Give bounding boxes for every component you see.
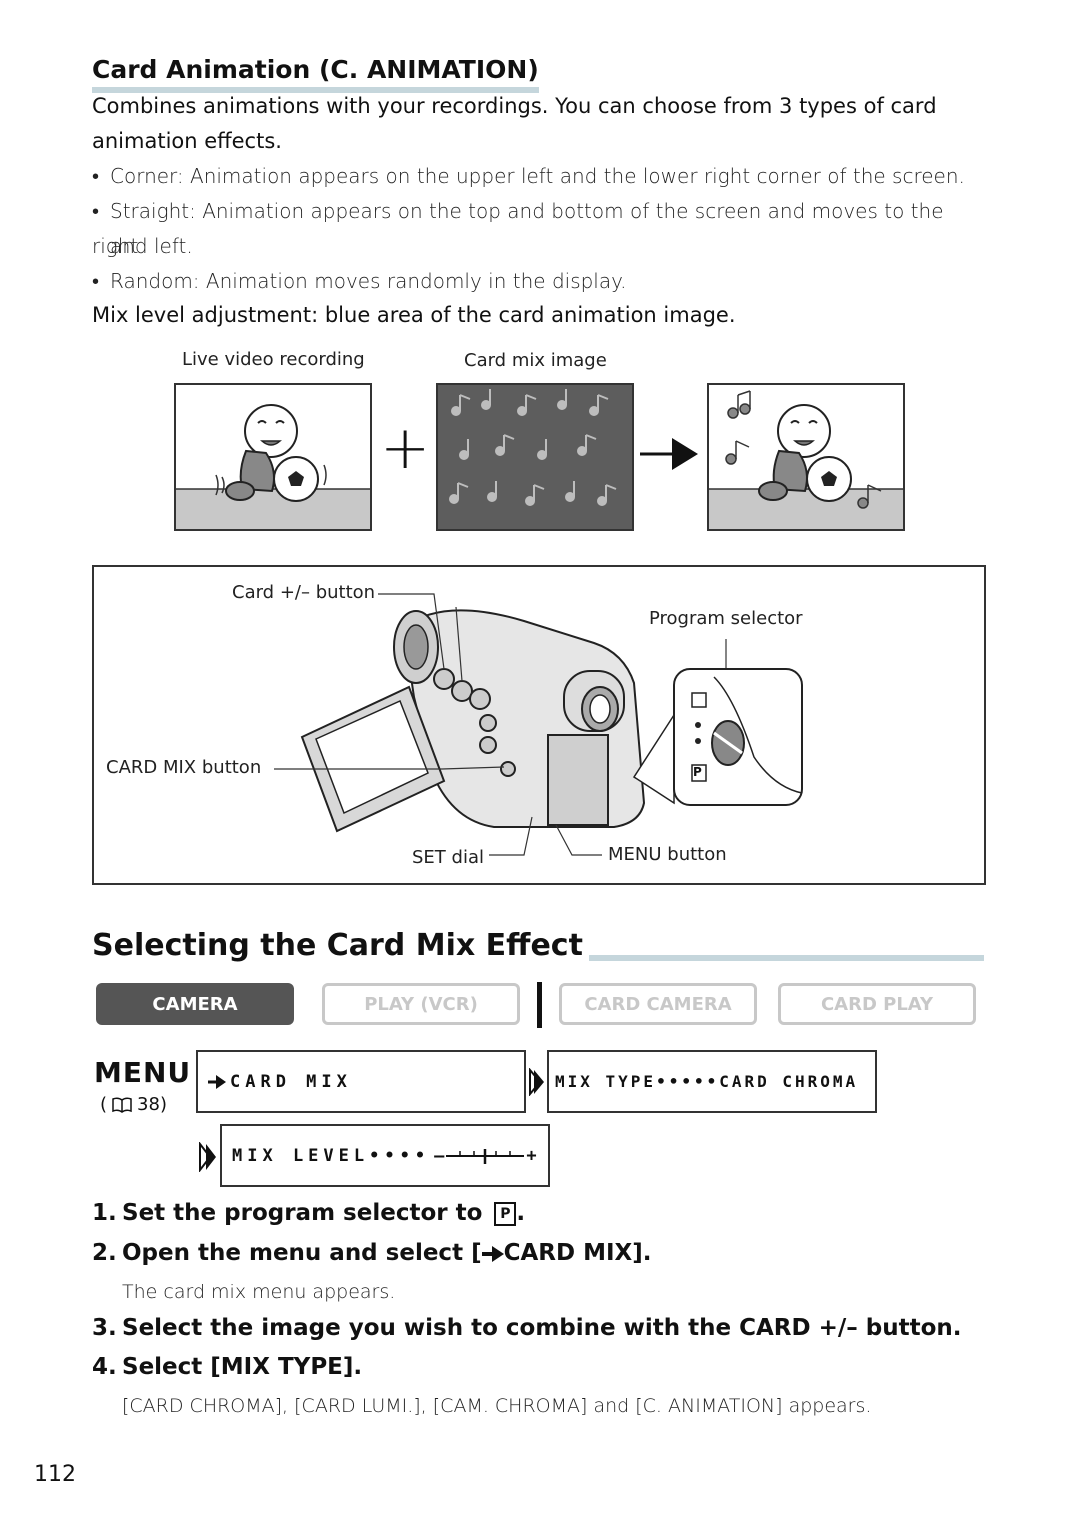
live-video-image xyxy=(174,383,372,531)
section-title: Card Animation (C. ANIMATION) xyxy=(92,55,539,93)
mode-card-play: CARD PLAY xyxy=(778,983,976,1025)
camcorder-illustration xyxy=(274,593,803,856)
menu-page-ref: ( 38 ) xyxy=(100,1094,167,1115)
step-3: 3.Select the image you wish to combine w… xyxy=(92,1315,962,1341)
step-2-note: The card mix menu appears. xyxy=(122,1281,396,1303)
mode-play-vcr: PLAY (VCR) xyxy=(322,983,520,1025)
card-arrow-icon xyxy=(481,1245,504,1262)
card-arrow-icon xyxy=(208,1074,226,1089)
bullet-corner: • Corner: Animation appears on the upper … xyxy=(92,159,992,194)
step-num: 3. xyxy=(92,1315,117,1341)
double-chevron-icon xyxy=(198,1141,220,1176)
step-text: Set the program selector to xyxy=(122,1200,483,1226)
step-4-note: [CARD CHROMA], [CARD LUMI.], [CAM. CHROM… xyxy=(122,1395,872,1417)
card-mix-image xyxy=(436,383,634,531)
level-plus: + xyxy=(526,1145,537,1166)
result-image xyxy=(707,383,905,531)
intro-line-1: Combines animations with your recordings… xyxy=(92,94,937,118)
program-selector-label: Program selector xyxy=(649,608,803,629)
bullet-glyph: • xyxy=(92,269,100,293)
mode-card-camera: CARD CAMERA xyxy=(559,983,757,1025)
live-video-label: Live video recording xyxy=(182,349,365,370)
step-num: 4. xyxy=(92,1354,117,1380)
card-mix-button-label: CARD MIX button xyxy=(106,757,262,778)
menu-word: MENU xyxy=(94,1056,192,1089)
page-number: 112 xyxy=(34,1462,76,1487)
menu-mix-level-box: MIX LEVEL•••• – + xyxy=(220,1124,550,1187)
menu-button-label: MENU button xyxy=(608,844,727,865)
menu-card-mix-box: CARD MIX xyxy=(196,1050,526,1113)
menu-item-card-mix: CARD MIX xyxy=(230,1071,352,1092)
step-num: 2. xyxy=(92,1240,117,1266)
bullet-text: Straight: Animation appears on the top a… xyxy=(92,199,944,258)
step-mid: CARD MIX xyxy=(503,1240,633,1266)
step-suffix: . xyxy=(516,1200,526,1226)
bullet-text: Random: Animation moves randomly in the … xyxy=(110,269,627,293)
bullet-text-cont: and left. xyxy=(110,234,193,258)
step-text: Open the menu and select [ xyxy=(122,1240,482,1266)
bullet-glyph: • xyxy=(92,199,100,223)
step-2: 2.Open the menu and select [ CARD MIX]. xyxy=(92,1240,652,1266)
menu-item-mix-level: MIX LEVEL•••• xyxy=(232,1145,431,1166)
menu-item-mix-type: MIX TYPE•••••CARD CHROMA xyxy=(555,1072,859,1091)
step-4: 4.Select [MIX TYPE]. xyxy=(92,1354,362,1380)
selector-p-mark: P xyxy=(693,765,702,779)
step-text: Select [MIX TYPE]. xyxy=(122,1354,363,1380)
mix-level-slider xyxy=(446,1148,525,1164)
mix-note: Mix level adjustment: blue area of the c… xyxy=(92,303,736,327)
chevron-right-icon xyxy=(528,1067,546,1100)
card-mix-label: Card mix image xyxy=(464,350,607,371)
menu-ref-number: 38 xyxy=(137,1094,160,1115)
bullet-glyph: • xyxy=(92,164,100,188)
book-icon xyxy=(112,1096,132,1113)
step-suffix: ]. xyxy=(632,1240,652,1266)
step-num: 1. xyxy=(92,1200,117,1226)
level-minus: – xyxy=(434,1145,445,1166)
step-1: 1.Set the program selector to P. xyxy=(92,1200,525,1226)
camera-diagram: Card +/– button Program selector CARD MI… xyxy=(92,565,986,885)
mode-divider xyxy=(537,982,542,1028)
set-dial-label: SET dial xyxy=(412,847,484,868)
bullet-straight-cont: and left. xyxy=(92,229,992,264)
bullet-text: Corner: Animation appears on the upper l… xyxy=(110,164,965,188)
arrow-right-icon xyxy=(640,436,698,476)
step-text: Select the image you wish to combine wit… xyxy=(122,1315,962,1341)
card-button-label: Card +/– button xyxy=(232,582,376,603)
bullet-random: • Random: Animation moves randomly in the… xyxy=(92,264,992,299)
mix-effect-title: Selecting the Card Mix Effect xyxy=(92,928,589,964)
bullet-straight: •Straight: Animation appears on the top … xyxy=(92,194,992,264)
menu-mix-type-box: MIX TYPE•••••CARD CHROMA xyxy=(547,1050,877,1113)
selector-p-symbol: P xyxy=(494,1201,517,1226)
mode-camera: CAMERA xyxy=(96,983,294,1025)
plus-sign: + xyxy=(380,413,431,483)
intro-line-2: animation effects. xyxy=(92,129,282,153)
